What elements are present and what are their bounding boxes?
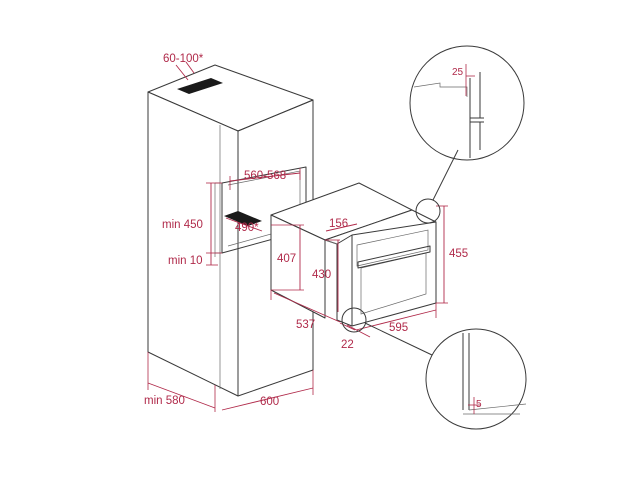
oven-unit: [270, 182, 437, 327]
dim-front-top-offset: 156: [329, 218, 348, 230]
dim-door-thickness: 22: [341, 339, 354, 351]
dim-cabinet-depth-min: min 580: [144, 395, 185, 407]
dim-niche-width: 560-568: [244, 170, 286, 182]
detail-bottom-gap: 5: [476, 399, 482, 410]
dim-vent-gap: 60-100*: [163, 53, 204, 65]
dim-top-gap-min: min 10: [168, 255, 203, 267]
dim-oven-body-height: 407: [277, 253, 296, 265]
dim-oven-width: 595: [389, 322, 408, 334]
detail-view-top: 25: [409, 45, 525, 161]
dim-oven-body-depth: 537: [296, 319, 315, 331]
detail-view-bottom: 5: [425, 328, 527, 430]
dimension-lines: [147, 61, 448, 412]
detail-top-gap: 25: [452, 67, 464, 78]
dim-oven-front-height: 430: [312, 269, 331, 281]
niche-vent-slot: [224, 211, 262, 226]
top-vent-slot: [177, 78, 223, 94]
dim-niche-height-min: min 450: [162, 219, 203, 231]
detail-callout-markers: [341, 149, 459, 356]
dim-cabinet-width: 600: [260, 396, 279, 408]
dimension-labels: 60-100* 560-568 490* min 450 min 10 min …: [144, 53, 468, 408]
dim-niche-depth: 490*: [235, 222, 259, 234]
dim-oven-total-height: 455: [449, 248, 468, 260]
tall-cabinet: [147, 64, 314, 397]
